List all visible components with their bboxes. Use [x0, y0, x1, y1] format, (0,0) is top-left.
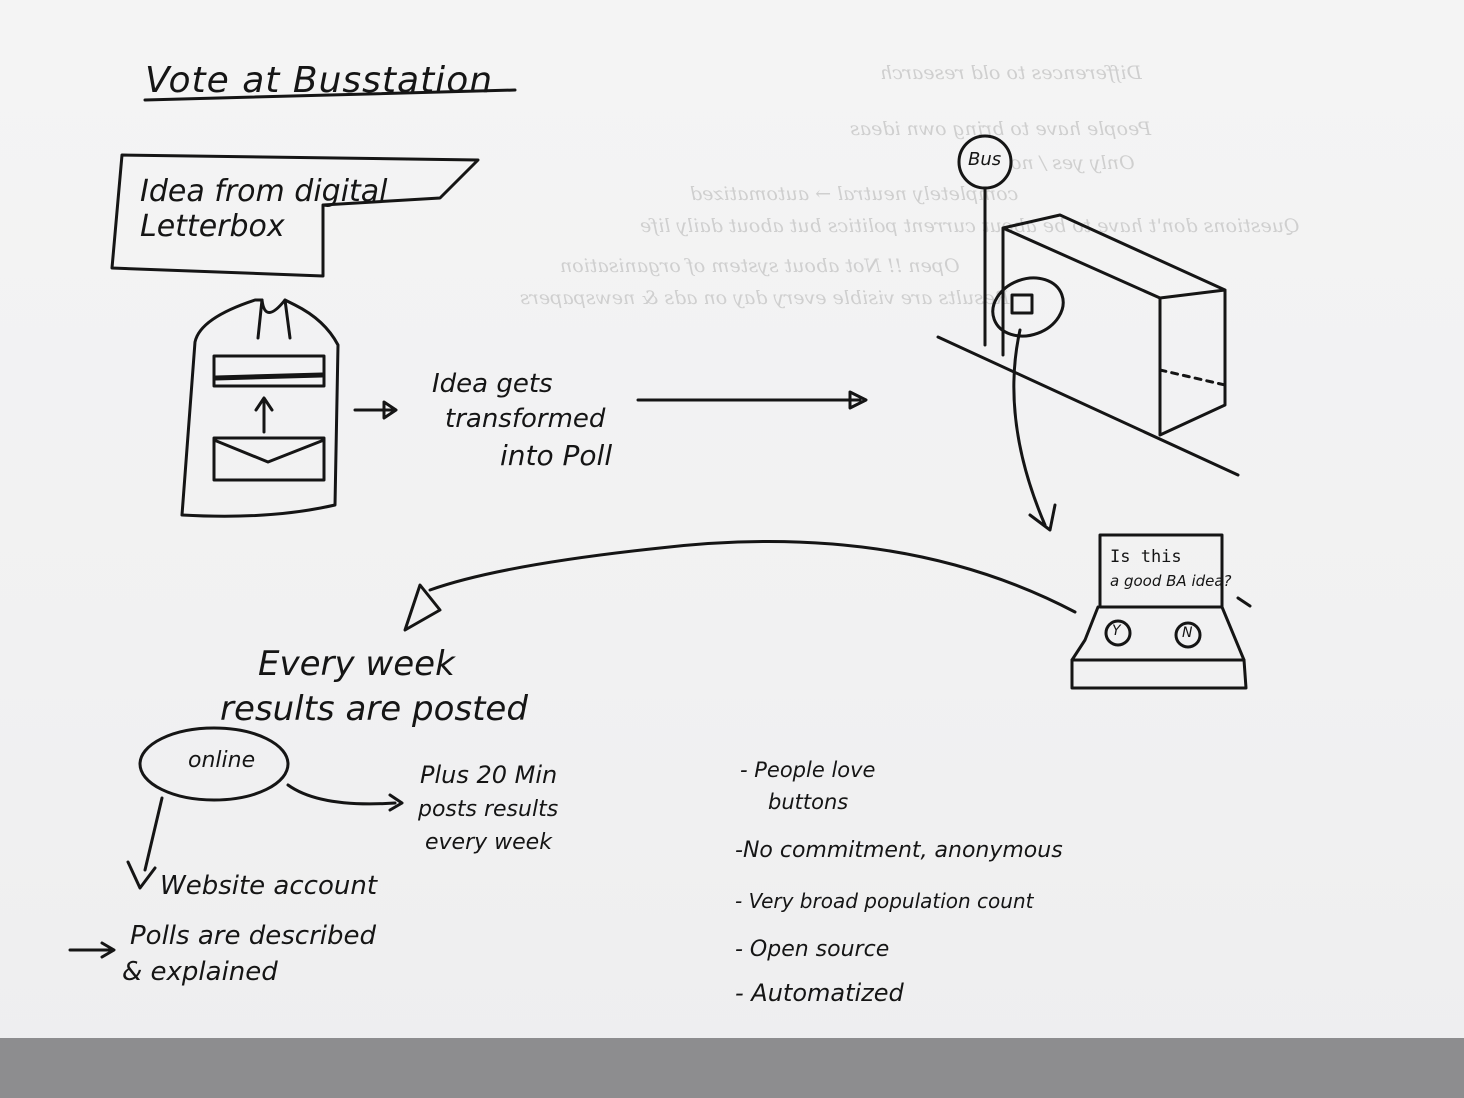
no-button-label: N [1182, 625, 1193, 641]
feature-item: - Open source [735, 937, 890, 962]
arrow-to-polls-icon [68, 941, 116, 959]
arrow-to-plus20-icon [286, 783, 404, 812]
online-label: online [188, 748, 256, 773]
online-ellipse [138, 726, 290, 802]
website-account-label: Website account [160, 871, 378, 901]
feature-item: - Automatized [735, 979, 904, 1007]
transform-line: Idea gets [432, 369, 553, 399]
return-arrowhead-icon [403, 583, 442, 632]
feature-item: - People love [740, 758, 876, 782]
arrow-to-website-icon [126, 796, 164, 890]
weekly-line: Every week [258, 644, 455, 684]
feature-item: -No commitment, anonymous [735, 838, 1063, 863]
poll-device-icon [1070, 533, 1252, 690]
yes-button-label: Y [1112, 623, 1121, 639]
title-underline [143, 88, 517, 102]
desk-surface [0, 1038, 1464, 1098]
transform-line: transformed [445, 404, 606, 434]
return-arrow-icon [428, 539, 1077, 614]
arrow-to-busstop-icon [636, 390, 868, 410]
page-title: Vote at Busstation [145, 60, 494, 101]
weekly-line: results are posted [220, 689, 528, 729]
transform-line: into Poll [500, 439, 613, 472]
plus20-line: every week [425, 830, 552, 855]
polls-line: Polls are described [130, 921, 376, 951]
feature-item: - Very broad population count [735, 889, 1034, 913]
question-line: Is this [1110, 547, 1182, 567]
feature-item-continued: buttons [768, 790, 849, 814]
plus20-line: Plus 20 Min [420, 761, 558, 789]
arrow-to-text-icon [353, 400, 398, 420]
idea-box-text: Idea from digital Letterbox [140, 174, 388, 244]
idea-box-outline [110, 153, 480, 278]
plus20-line: posts results [418, 797, 559, 822]
bus-stop-icon [936, 134, 1240, 532]
bus-sign-label: Bus [968, 149, 1002, 170]
polls-line: & explained [122, 957, 278, 987]
letterbox-icon [180, 298, 340, 518]
question-line: a good BA idea? [1110, 572, 1232, 590]
